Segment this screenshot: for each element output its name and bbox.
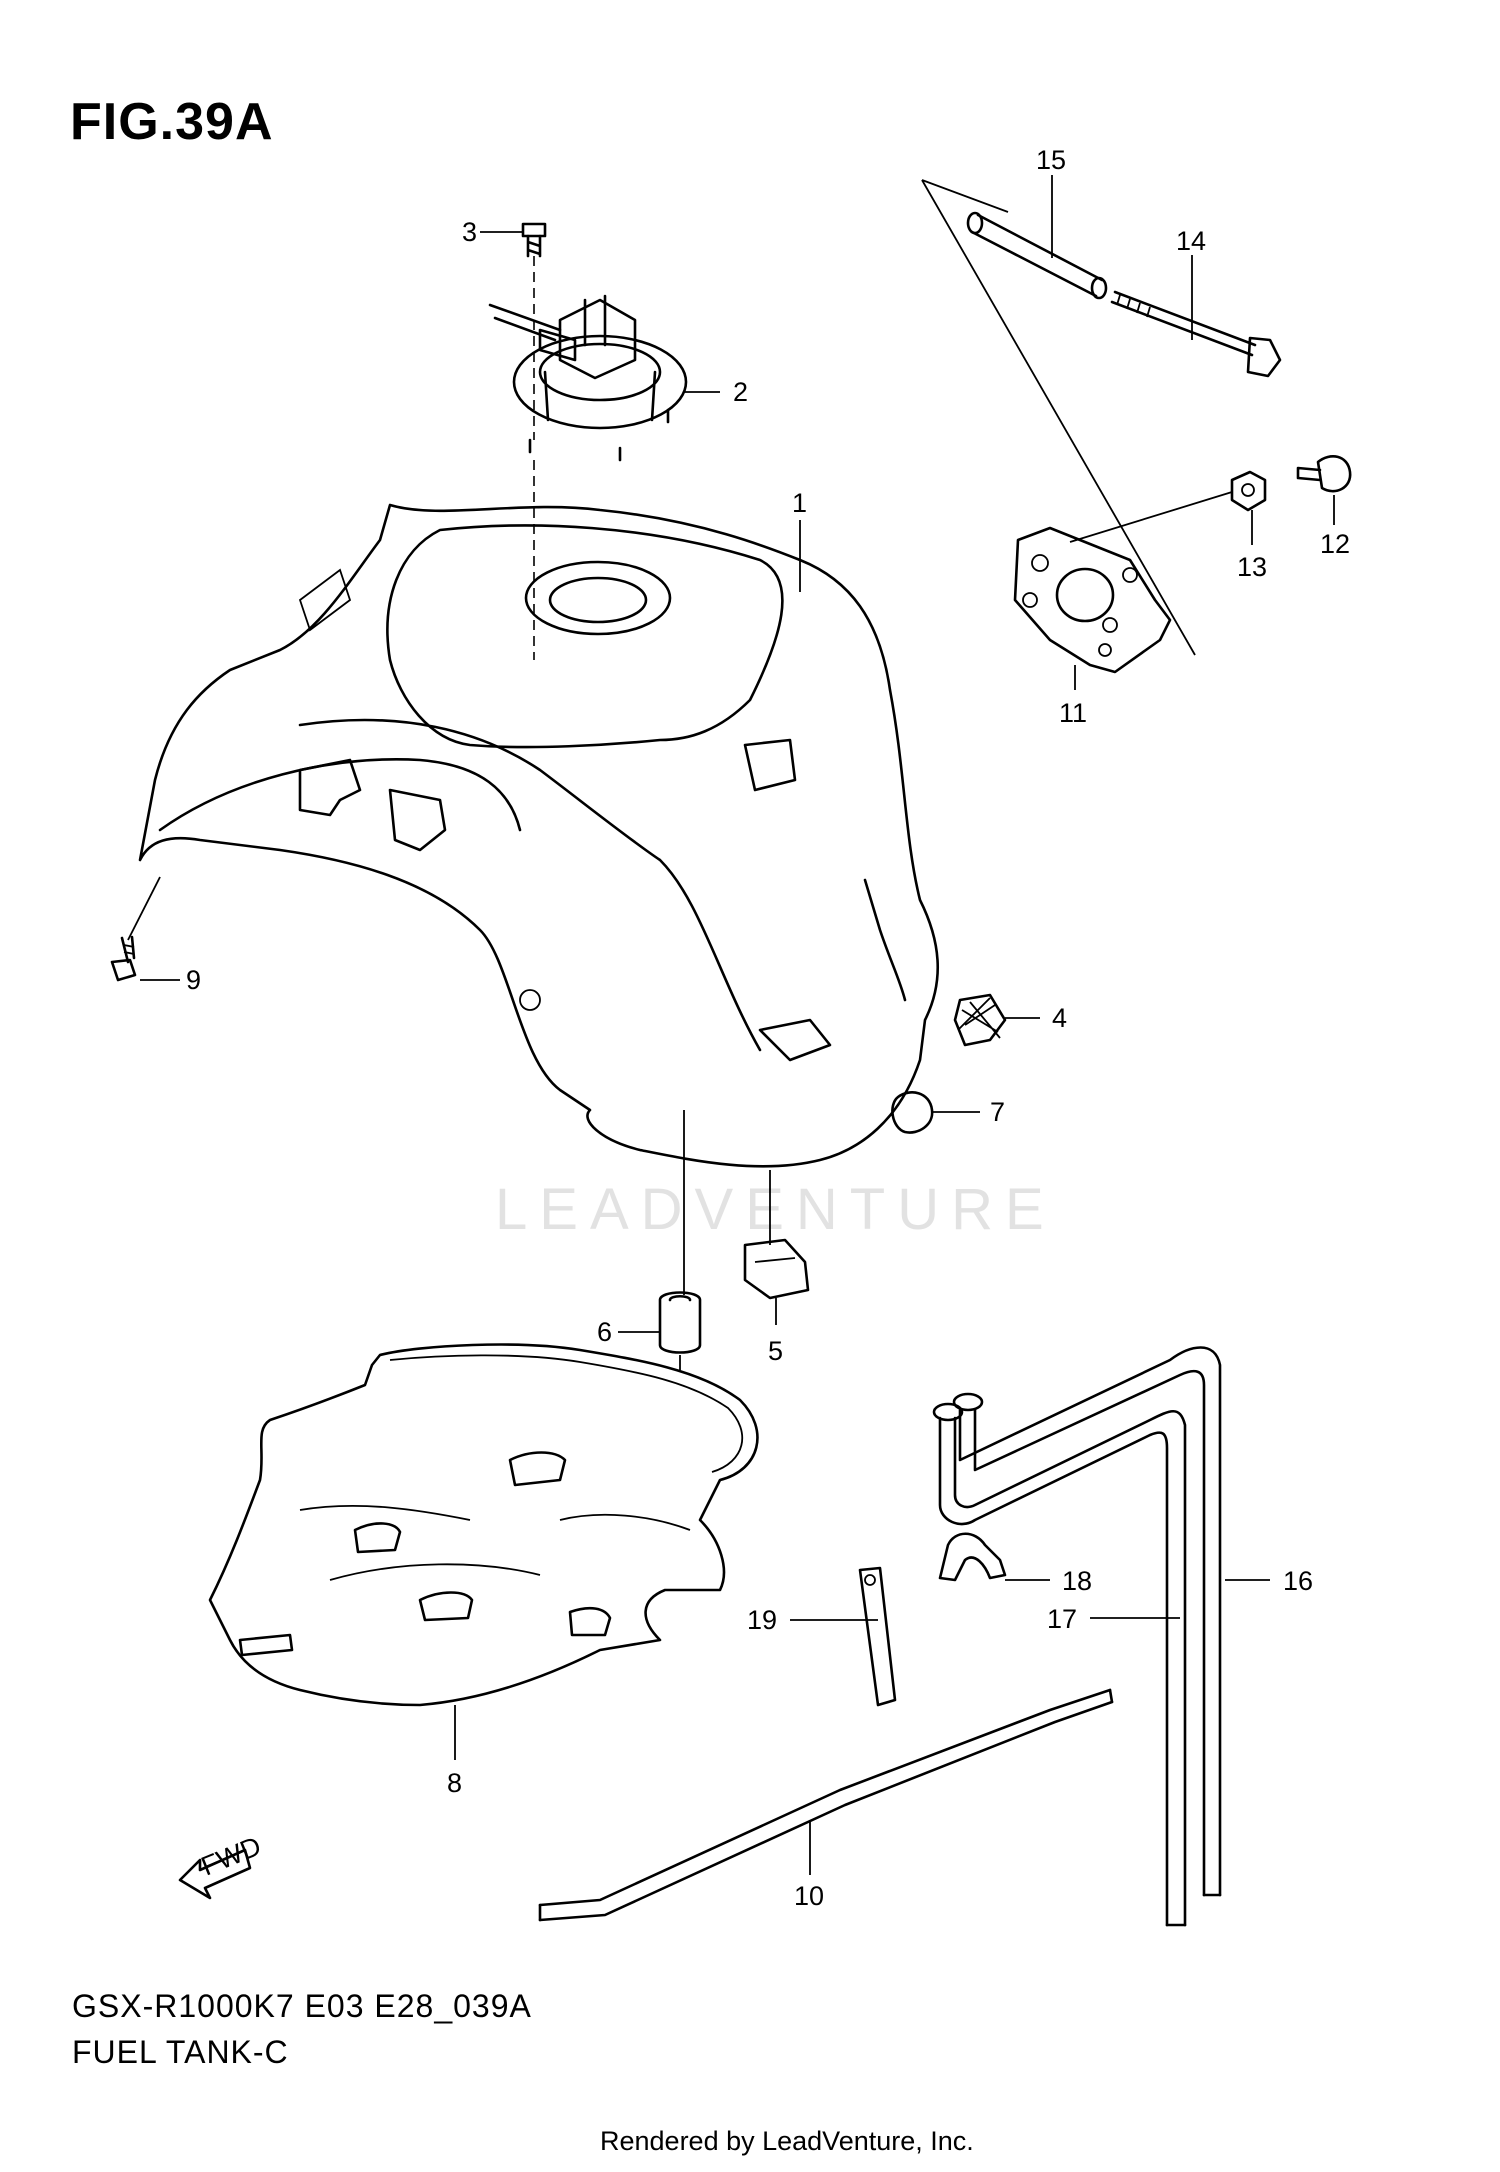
- callout-8: 8: [447, 1768, 462, 1798]
- part-15-sleeve[interactable]: [966, 211, 1108, 300]
- callout-5: 5: [768, 1336, 783, 1366]
- callout-1: 1: [792, 488, 807, 518]
- callout-13: 13: [1237, 552, 1267, 582]
- callout-3: 3: [462, 217, 477, 247]
- callout-14: 14: [1176, 226, 1206, 256]
- part-1-fuel-tank[interactable]: [138, 503, 940, 1168]
- part-16-breather-hose[interactable]: [952, 1346, 1222, 1897]
- callout-7: 7: [990, 1097, 1005, 1127]
- callout-17: 17: [1047, 1604, 1077, 1634]
- part-19-holder-strap[interactable]: [858, 1566, 897, 1707]
- part-4-reflector[interactable]: [953, 993, 1007, 1047]
- callout-18: 18: [1062, 1566, 1092, 1596]
- figure-title: FIG.39A: [70, 93, 274, 151]
- fwd-arrow-icon: [178, 1848, 252, 1900]
- part-12-screw[interactable]: [1296, 454, 1352, 493]
- callout-11: 11: [1059, 698, 1087, 728]
- part-7-grommet[interactable]: [891, 1091, 934, 1134]
- callout-9: 9: [186, 965, 201, 995]
- callout-4: 4: [1052, 1003, 1067, 1033]
- part-6-damper[interactable]: [658, 1291, 702, 1371]
- part-9-bolt[interactable]: [110, 935, 137, 982]
- leader-lines: [127, 175, 1335, 1875]
- part-10-drain-hose[interactable]: [538, 1688, 1114, 1922]
- part-17-overflow-hose[interactable]: [932, 1402, 1187, 1927]
- part-3-bolt[interactable]: [521, 222, 547, 258]
- part-8-heat-shield[interactable]: [208, 1343, 759, 1707]
- part-14-long-bolt[interactable]: [1110, 290, 1282, 378]
- callout-10: 10: [794, 1881, 824, 1911]
- fwd-label: FWD: [197, 1831, 265, 1882]
- footer-credit: Rendered by LeadVenture, Inc.: [600, 2126, 974, 2156]
- callout-numbers: 1 2 3 4 5 6 7 8 9 10 11 12 13 14 15 16 1…: [186, 145, 1350, 1911]
- callout-2: 2: [733, 377, 748, 407]
- part-11-bracket[interactable]: [1013, 526, 1172, 674]
- callout-19: 19: [747, 1605, 777, 1635]
- assembly-name: FUEL TANK-C: [72, 2034, 289, 2070]
- callout-16: 16: [1283, 1566, 1313, 1596]
- callout-15: 15: [1036, 145, 1066, 175]
- callout-6: 6: [597, 1317, 612, 1347]
- part-13-nut[interactable]: [1230, 470, 1267, 512]
- callout-12: 12: [1320, 529, 1350, 559]
- part-18-clamp[interactable]: [938, 1532, 1007, 1582]
- model-code: GSX-R1000K7 E03 E28_039A: [72, 1988, 532, 2024]
- part-2-fuel-cap[interactable]: [488, 294, 688, 462]
- part-5-cushion[interactable]: [743, 1238, 810, 1300]
